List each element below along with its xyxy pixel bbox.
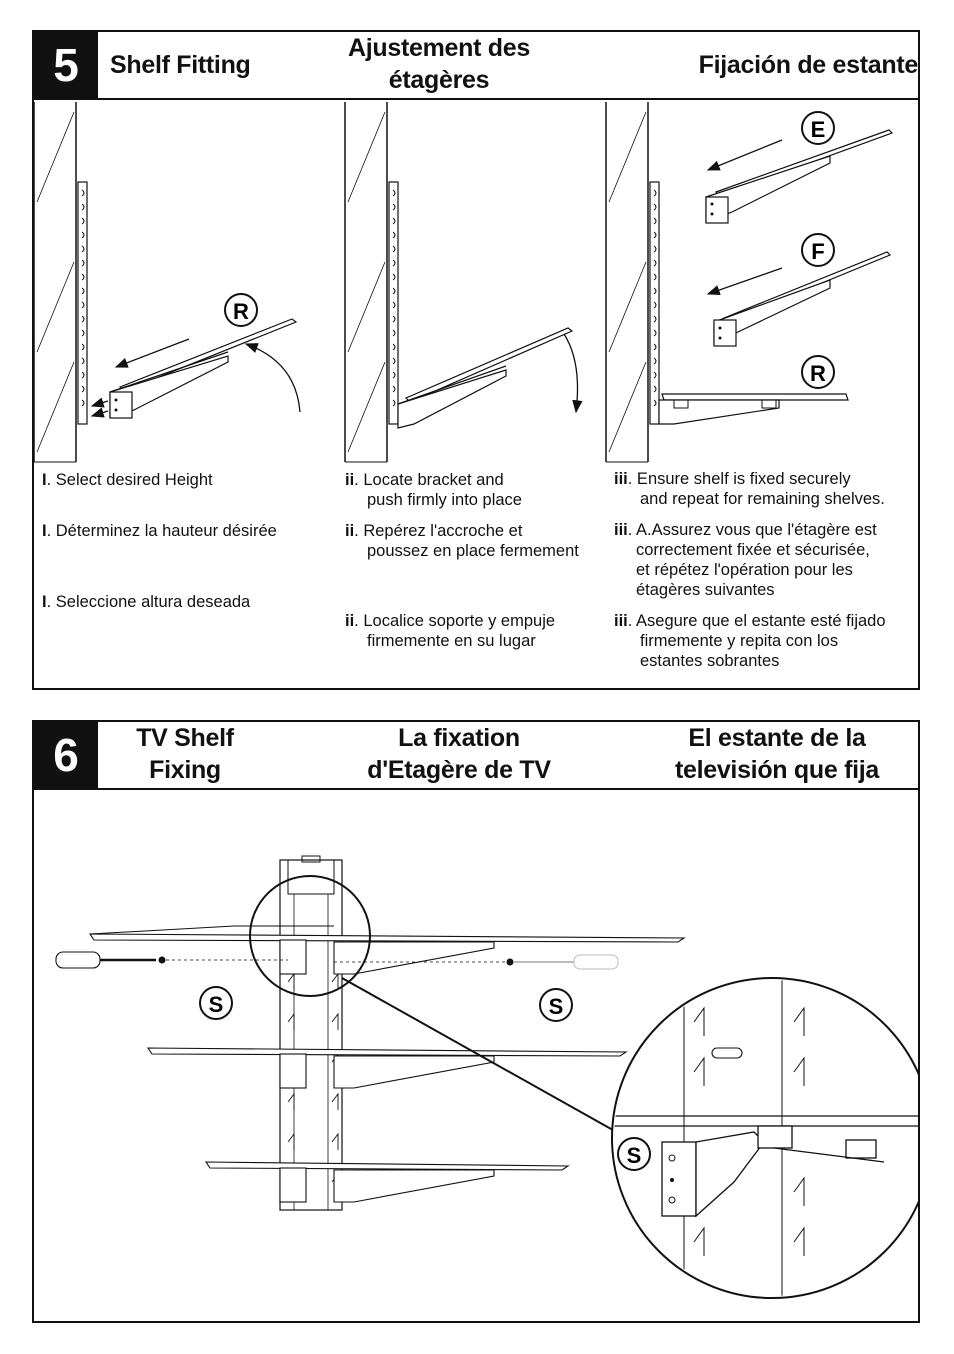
wall-illustration-3 [605,102,649,463]
caption-1-es: I. Seleccione altura deseada [42,593,251,611]
step6-header: 6 TV Shelf Fixing La fixation d'Etagère … [34,722,918,790]
step6-title-fr-line2: d'Etagère de TV [367,756,551,784]
step5-title-es: Fijación de estante [698,51,919,79]
detail-zoom: S [611,977,918,1299]
part-label-r1: R [233,299,249,324]
step5-header: 5 Shelf Fitting Ajustement des étagères … [34,32,918,100]
caption-1-en: I. Select desired Height [42,471,213,489]
upright-rail-3 [649,181,660,425]
step6-title-es-line1: El estante de la [688,724,866,752]
step5-title-fr-line1: Ajustement des [348,34,530,62]
part-label-f: F [811,239,824,264]
part-label-e: E [811,117,826,142]
glass-shelf-bottom [204,1161,570,1203]
step5-title-fr: Ajustement des étagères [324,32,554,96]
step5-title-fr-line2: étagères [388,66,490,94]
step5-number: 5 [34,32,98,98]
glass-shelf-middle [146,1047,628,1089]
shelf-bracket-f [713,251,892,347]
step5-panel: 5 Shelf Fitting Ajustement des étagères … [32,30,920,690]
upright-column [279,855,343,1211]
part-label-s-detail: S [627,1143,642,1168]
caption-1-fr: I. Déterminez la hauteur désirée [42,522,277,540]
step6-title-en: TV Shelf Fixing [120,722,250,786]
upright-rail-2 [388,181,399,425]
shelf-fitted [658,393,849,425]
step6-title-es: El estante de la televisión que fija [652,722,902,786]
step6-title-fr-line1: La fixation [398,724,520,752]
screwdriver-right-icon [334,954,619,970]
shelf-bracket-1 [109,318,298,419]
shelf-bracket-e [705,129,894,224]
step5-title-en: Shelf Fitting [110,51,251,79]
wall-illustration-2 [344,102,388,463]
step6-illustration: S S S [55,855,918,1299]
part-label-r2: R [810,361,826,386]
shelf-bracket-2 [397,327,574,429]
wall-illustration-1 [34,102,77,463]
step6-title-en-line1: TV Shelf [136,724,234,752]
step6-panel: 6 TV Shelf Fixing La fixation d'Etagère … [32,720,920,1323]
step6-title-es-line2: televisión que fija [674,756,880,784]
part-label-s-left: S [209,992,224,1017]
step6-title-en-line2: Fixing [149,756,221,784]
step6-number: 6 [34,722,98,788]
step5-illustrations: R [34,102,894,463]
upright-rail-1 [77,181,88,425]
glass-shelf-top [88,925,686,975]
part-label-s-right: S [549,994,564,1019]
step6-title-fr: La fixation d'Etagère de TV [334,722,584,786]
screwdriver-left-icon [55,951,288,969]
